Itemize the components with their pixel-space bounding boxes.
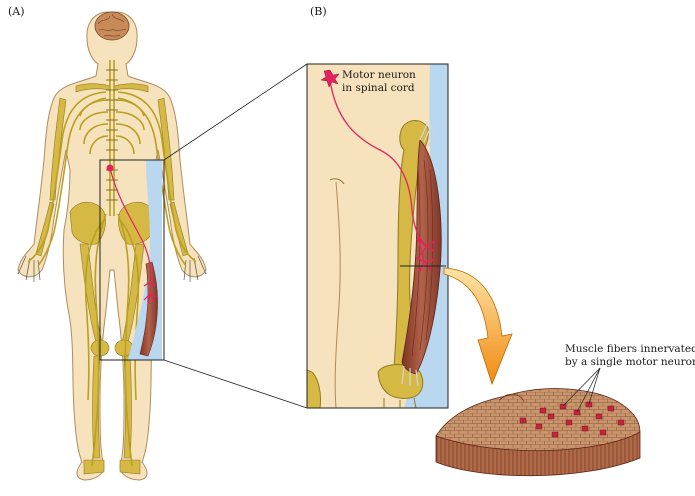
connector-bottom — [163, 359, 308, 409]
muscle-fibers-label-line2: by a single motor neuron — [565, 356, 695, 368]
thigh-muscle — [401, 139, 442, 375]
enlarged-view — [306, 63, 449, 409]
neuron-cell-body-small — [106, 164, 114, 172]
connector-top — [163, 63, 308, 161]
inset-box-large — [306, 63, 449, 409]
arrow-icon — [443, 267, 513, 386]
motor-neuron-label: Motor neuron in spinal cord — [342, 69, 416, 95]
motor-neuron-label-line2: in spinal cord — [342, 82, 415, 94]
knee-bones — [377, 364, 424, 399]
body-silhouette — [17, 11, 207, 481]
muscle-cross-section — [435, 367, 641, 477]
inset-box-small — [99, 159, 165, 361]
motor-neuron-small — [109, 167, 159, 305]
panel-a-label: (A) — [8, 5, 25, 18]
brain-icon — [94, 11, 130, 41]
hands — [17, 255, 207, 282]
motor-neuron — [329, 79, 435, 271]
motor-neuron-label-line1: Motor neuron — [342, 69, 416, 81]
human-body — [17, 11, 207, 481]
fiber-leader-lines — [562, 367, 601, 413]
panel-b-label: (B) — [310, 5, 327, 18]
innervated-fibers — [519, 401, 625, 438]
neuron-cell-body — [320, 69, 340, 88]
muscle-fibers-label-line1: Muscle fibers innervated — [565, 343, 695, 355]
neuron-terminals — [416, 238, 436, 272]
muscle-fibers-label: Muscle fibers innervated by a single mot… — [565, 343, 695, 369]
